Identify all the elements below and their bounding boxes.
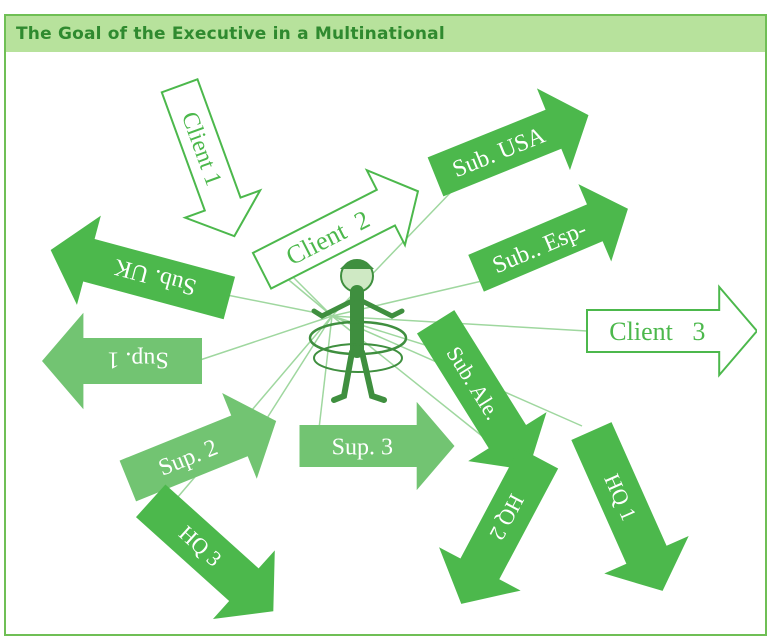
arrow-shape-sub-uk — [50, 215, 236, 320]
arrow-shape-client-2 — [251, 168, 420, 290]
connector-line-sup-2 — [261, 315, 333, 427]
arrow-sup-3: Sup. 3 — [299, 401, 455, 491]
arrow-shape-sub-ale — [416, 310, 547, 471]
arrow-sub-esp: Sub.. Esp- — [468, 184, 628, 292]
arrow-shape-client-1 — [160, 78, 263, 238]
arrow-label-sup-1: Sup. 1 — [107, 347, 168, 373]
arrow-shape-sub-usa — [427, 88, 589, 197]
arrow-label-client-3: Client 3 — [609, 317, 705, 346]
arrow-client-3: Client 3 — [586, 284, 757, 378]
arrow-hq-2: HQ 2 — [439, 447, 559, 604]
arrow-shape-sup-3 — [299, 401, 455, 491]
arrow-sup-2: Sup. 2 — [119, 393, 277, 502]
connector-line-client-2 — [283, 275, 333, 317]
arrow-shape-hq-3 — [135, 484, 275, 620]
arrow-client-1: Client 1 — [160, 78, 263, 238]
arrow-sup-1: Sup. 1 — [42, 312, 202, 410]
arrow-shape-sup-1 — [42, 312, 202, 410]
connector-line-sup-3 — [316, 315, 333, 447]
arrow-shape-sub-esp — [468, 184, 628, 292]
arrow-shape-client-3 — [586, 284, 757, 378]
executive-hula-hoop-figure — [308, 259, 408, 403]
arrow-label-sup-3: Sup. 3 — [332, 434, 393, 460]
arrow-shape-hq-1 — [571, 422, 689, 591]
arrow-client-2: Client 2 — [251, 168, 420, 290]
arrow-shape-sup-2 — [119, 393, 277, 502]
arrow-hq-1: HQ 1 — [571, 422, 689, 591]
connector-line-sup-1 — [196, 315, 333, 362]
figure-title: The Goal of the Executive in a Multinati… — [6, 16, 765, 52]
figure-frame: The Goal of the Executive in a Multinati… — [4, 14, 767, 636]
arrow-shape-hq-2 — [439, 447, 559, 604]
